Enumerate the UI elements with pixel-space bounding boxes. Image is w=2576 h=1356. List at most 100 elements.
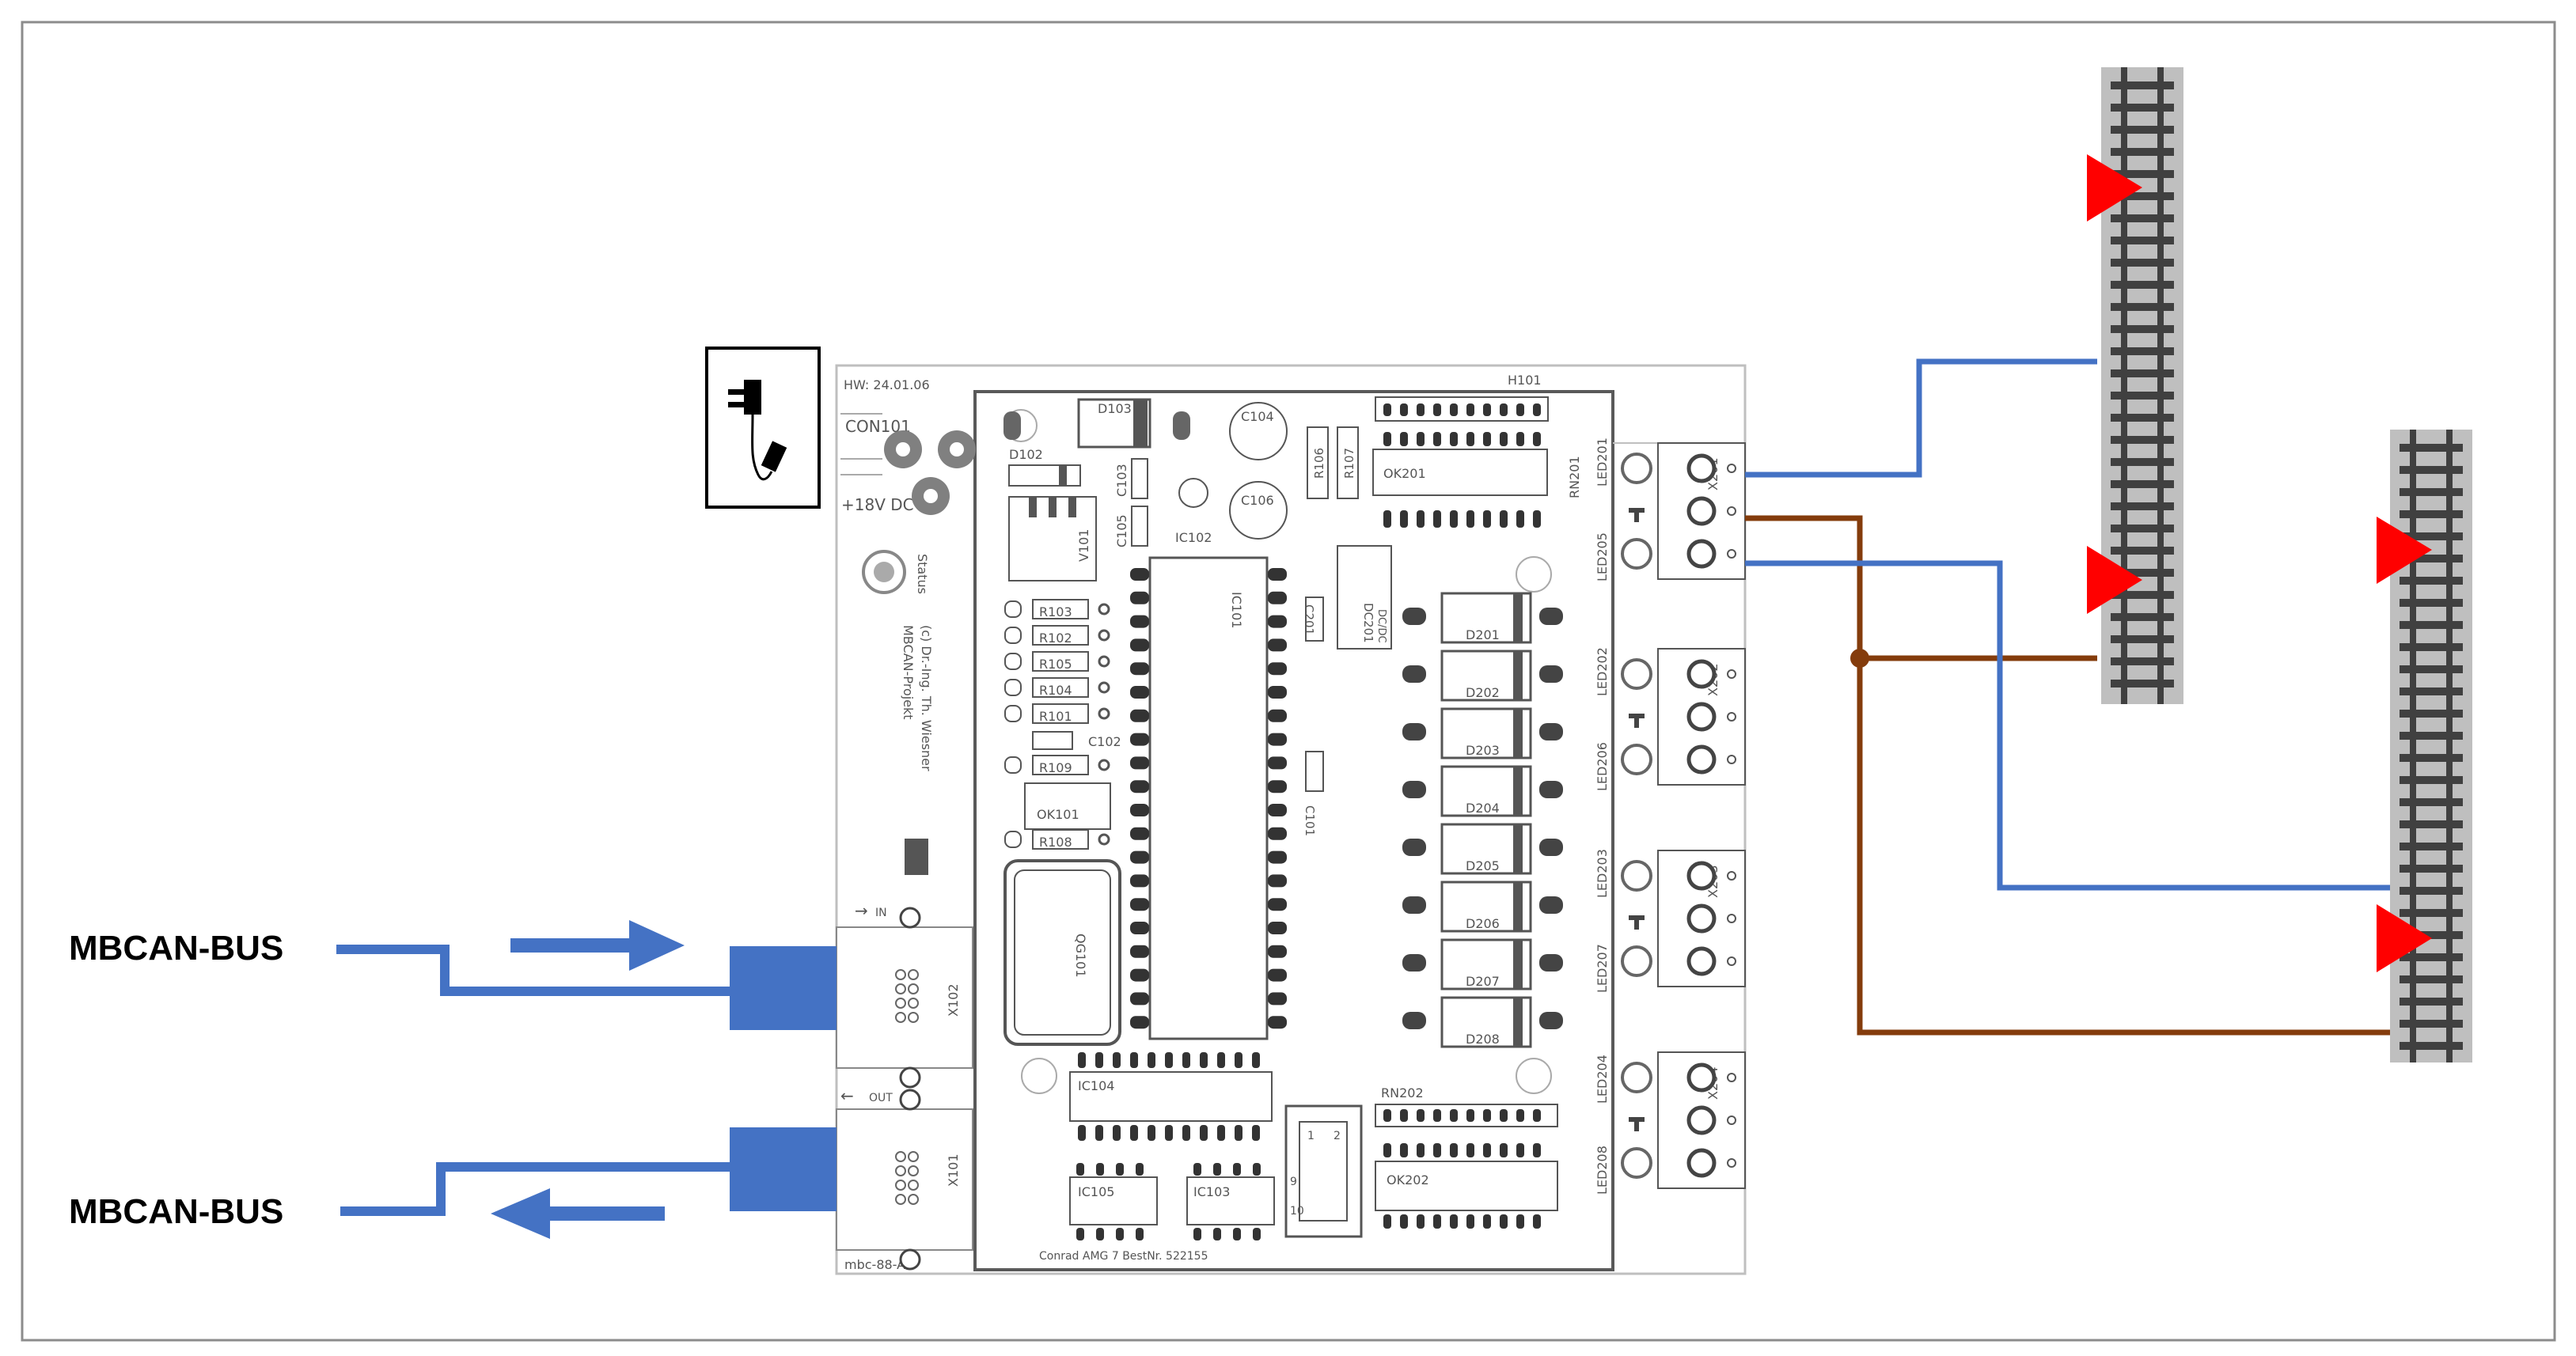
header-pin (1450, 403, 1458, 416)
ok202-pin (1533, 1143, 1541, 1157)
rj45-pin (908, 1180, 919, 1191)
ground-symbol (1634, 915, 1639, 930)
diode-band (1513, 593, 1523, 642)
ic104-pin (1217, 1125, 1225, 1141)
ic-pin (1116, 1228, 1124, 1240)
terminal-screw (1686, 453, 1717, 483)
led204-label: LED204 (1595, 1055, 1610, 1104)
triangle-right-icon (2377, 517, 2432, 584)
triangle-right-icon (2377, 904, 2432, 972)
led203-label: LED203 (1595, 849, 1610, 898)
diode-band (1513, 709, 1523, 758)
ok202-pin (1417, 1214, 1425, 1229)
ic-pin (1130, 780, 1149, 794)
outer-frame (21, 21, 2556, 1342)
ic104-pin (1130, 1052, 1138, 1068)
ic104-pin (1078, 1052, 1086, 1068)
ic103-label: IC103 (1193, 1184, 1230, 1199)
terminal-screw (1686, 861, 1717, 891)
ok202-pin (1500, 1214, 1508, 1229)
terminal-screw (1686, 659, 1717, 689)
resistor-pad (1098, 681, 1110, 694)
rn202-pin (1483, 1109, 1491, 1122)
ic-pin (1268, 756, 1287, 770)
ic104-pin (1200, 1052, 1208, 1068)
rn202-pin (1400, 1109, 1408, 1122)
svg-text:←: ← (840, 1086, 854, 1105)
rj45-pin (895, 1180, 906, 1191)
ic104-pin (1252, 1125, 1260, 1141)
rn202-pin (1450, 1109, 1458, 1122)
ok201-pin (1516, 510, 1524, 528)
project-label: MBCAN-Projekt (901, 625, 916, 720)
header-pin (1417, 403, 1425, 416)
terminal-pin (1727, 506, 1736, 516)
header-pin (1483, 403, 1491, 416)
ok202-pin (1383, 1214, 1391, 1229)
diode-pad (1539, 1012, 1563, 1029)
header-pin (1400, 432, 1408, 446)
ic-pin (1268, 922, 1287, 934)
terminal-pin (1727, 712, 1736, 722)
ic-pin (1268, 945, 1287, 958)
r106-label: R106 (1312, 448, 1326, 479)
header-pin (1533, 432, 1541, 446)
h101-label: H101 (1508, 373, 1542, 388)
mbcan-bus-out-label: MBCAN-BUS (69, 1192, 283, 1231)
ok202-pin (1450, 1143, 1458, 1157)
led-footprint (1621, 744, 1652, 775)
c105-label: C105 (1114, 514, 1129, 547)
status-label: Status (915, 554, 930, 594)
ic-pin (1096, 1228, 1104, 1240)
rn202-pin (1466, 1109, 1474, 1122)
ground-symbol (1634, 1117, 1639, 1131)
ic104-pin (1078, 1125, 1086, 1141)
resistor-pad (1004, 756, 1022, 774)
diode-pad (1539, 839, 1563, 856)
resistor-pad (1098, 707, 1110, 720)
d205-label: D205 (1466, 858, 1500, 873)
diode-band (1513, 940, 1523, 989)
led207-label: LED207 (1595, 944, 1610, 993)
ok201-pin (1533, 510, 1541, 528)
c106-label: C106 (1241, 493, 1274, 508)
wire-blue-2 (1745, 560, 2390, 891)
rj45-pin (908, 1165, 919, 1176)
ic-pin (1136, 1163, 1144, 1176)
ic-pin (1130, 662, 1149, 676)
bus-in: MBCAN-BUS (69, 920, 837, 1030)
ic-pin (1268, 992, 1287, 1006)
rj45-pin (908, 969, 919, 980)
tracks (2101, 67, 2472, 1062)
ic-pin (1213, 1163, 1221, 1176)
hw-version: HW: 24.01.06 (844, 377, 930, 392)
header-pin (1383, 432, 1391, 446)
ic104-pin (1095, 1125, 1103, 1141)
resistor-body (1032, 829, 1089, 850)
terminal-pin (1727, 1073, 1736, 1082)
d103-label: D103 (1098, 401, 1132, 416)
header-pin (1383, 403, 1391, 416)
led202-label: LED202 (1595, 647, 1610, 696)
header-pin (1483, 432, 1491, 446)
diode-band (1513, 767, 1523, 816)
ok202-pin (1500, 1143, 1508, 1157)
led206-label: LED206 (1595, 742, 1610, 791)
ok201-pin (1417, 510, 1425, 528)
rj45-mount (899, 1248, 921, 1271)
ic-pin (1268, 850, 1287, 864)
ok202-pin (1516, 1143, 1524, 1157)
power-plug-icon (705, 347, 821, 509)
wires (1745, 358, 2390, 1036)
ok201-pin (1483, 510, 1491, 528)
d202-label: D202 (1466, 685, 1500, 700)
c103-label: C103 (1114, 464, 1129, 497)
diode-band (1513, 651, 1523, 700)
x102-socket (836, 926, 973, 1069)
terminal-pin (1727, 956, 1736, 966)
x102-label: X102 (946, 984, 961, 1017)
ic-pin (1130, 968, 1149, 982)
rn202-pin (1433, 1109, 1441, 1122)
r104-label: R104 (1039, 683, 1072, 698)
